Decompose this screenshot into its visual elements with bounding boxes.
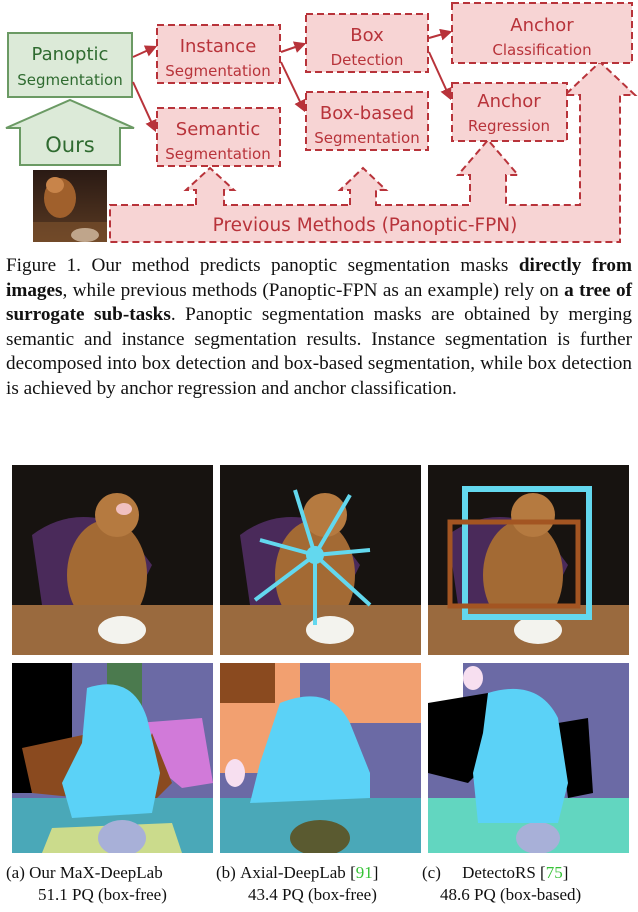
svg-text:Instance: Instance [180, 36, 257, 57]
svg-text:Anchor: Anchor [510, 15, 574, 36]
box-detection-outer [462, 486, 592, 620]
flow-arrows [132, 28, 453, 133]
svg-text:Box-based: Box-based [320, 103, 414, 124]
ours-arrow [5, 98, 135, 166]
subfigure-label-b: (b) Axial-DeepLab [91] 43.4 PQ (box-free… [216, 863, 379, 904]
box-detection-inner [447, 519, 581, 609]
method-comparison-diagram: Previous Methods (Panoptic-FPN) Panoptic… [5, 2, 638, 243]
figure-caption: Figure 1. Our method predicts panoptic s… [6, 255, 633, 399]
svg-text:Box: Box [350, 25, 384, 46]
box-based-seg-box [305, 91, 429, 151]
photo-panel-a [12, 465, 213, 655]
svg-text:Semantic: Semantic [176, 119, 260, 140]
svg-text:Segmentation: Segmentation [165, 145, 270, 163]
svg-text:Segmentation: Segmentation [17, 71, 122, 89]
svg-text:Segmentation: Segmentation [165, 62, 270, 80]
photo-panel-b [220, 465, 421, 655]
segmentation-panel-c [428, 663, 629, 853]
segmentation-panel-a [12, 663, 213, 853]
citation-link[interactable]: 75 [545, 863, 563, 882]
svg-text:Regression: Regression [468, 117, 550, 135]
subfigure-label-a: (a) Our MaX-DeepLab 51.1 PQ (box-free) [6, 863, 167, 904]
anchor-regression-box [451, 82, 568, 142]
citation-link[interactable]: 91 [355, 863, 373, 882]
svg-text:Panoptic: Panoptic [32, 44, 109, 65]
anchor-classification-box [451, 2, 633, 64]
photo-panel-c [428, 465, 629, 655]
svg-text:Segmentation: Segmentation [314, 129, 419, 147]
semantic-seg-box [156, 107, 281, 167]
svg-text:Classification: Classification [492, 41, 591, 59]
dog-thumbnail [33, 170, 107, 242]
svg-text:Detection: Detection [331, 51, 404, 69]
segmentation-panel-b [220, 663, 421, 853]
svg-text:Anchor: Anchor [477, 91, 541, 112]
center-offset-arrows [253, 489, 372, 625]
subfigure-label-c: (c) DetectoRS [75] 48.6 PQ (box-based) [422, 863, 582, 904]
panoptic-box [7, 32, 133, 98]
previous-methods-label: Previous Methods (Panoptic-FPN) [213, 215, 518, 236]
svg-text:Ours: Ours [45, 133, 94, 157]
